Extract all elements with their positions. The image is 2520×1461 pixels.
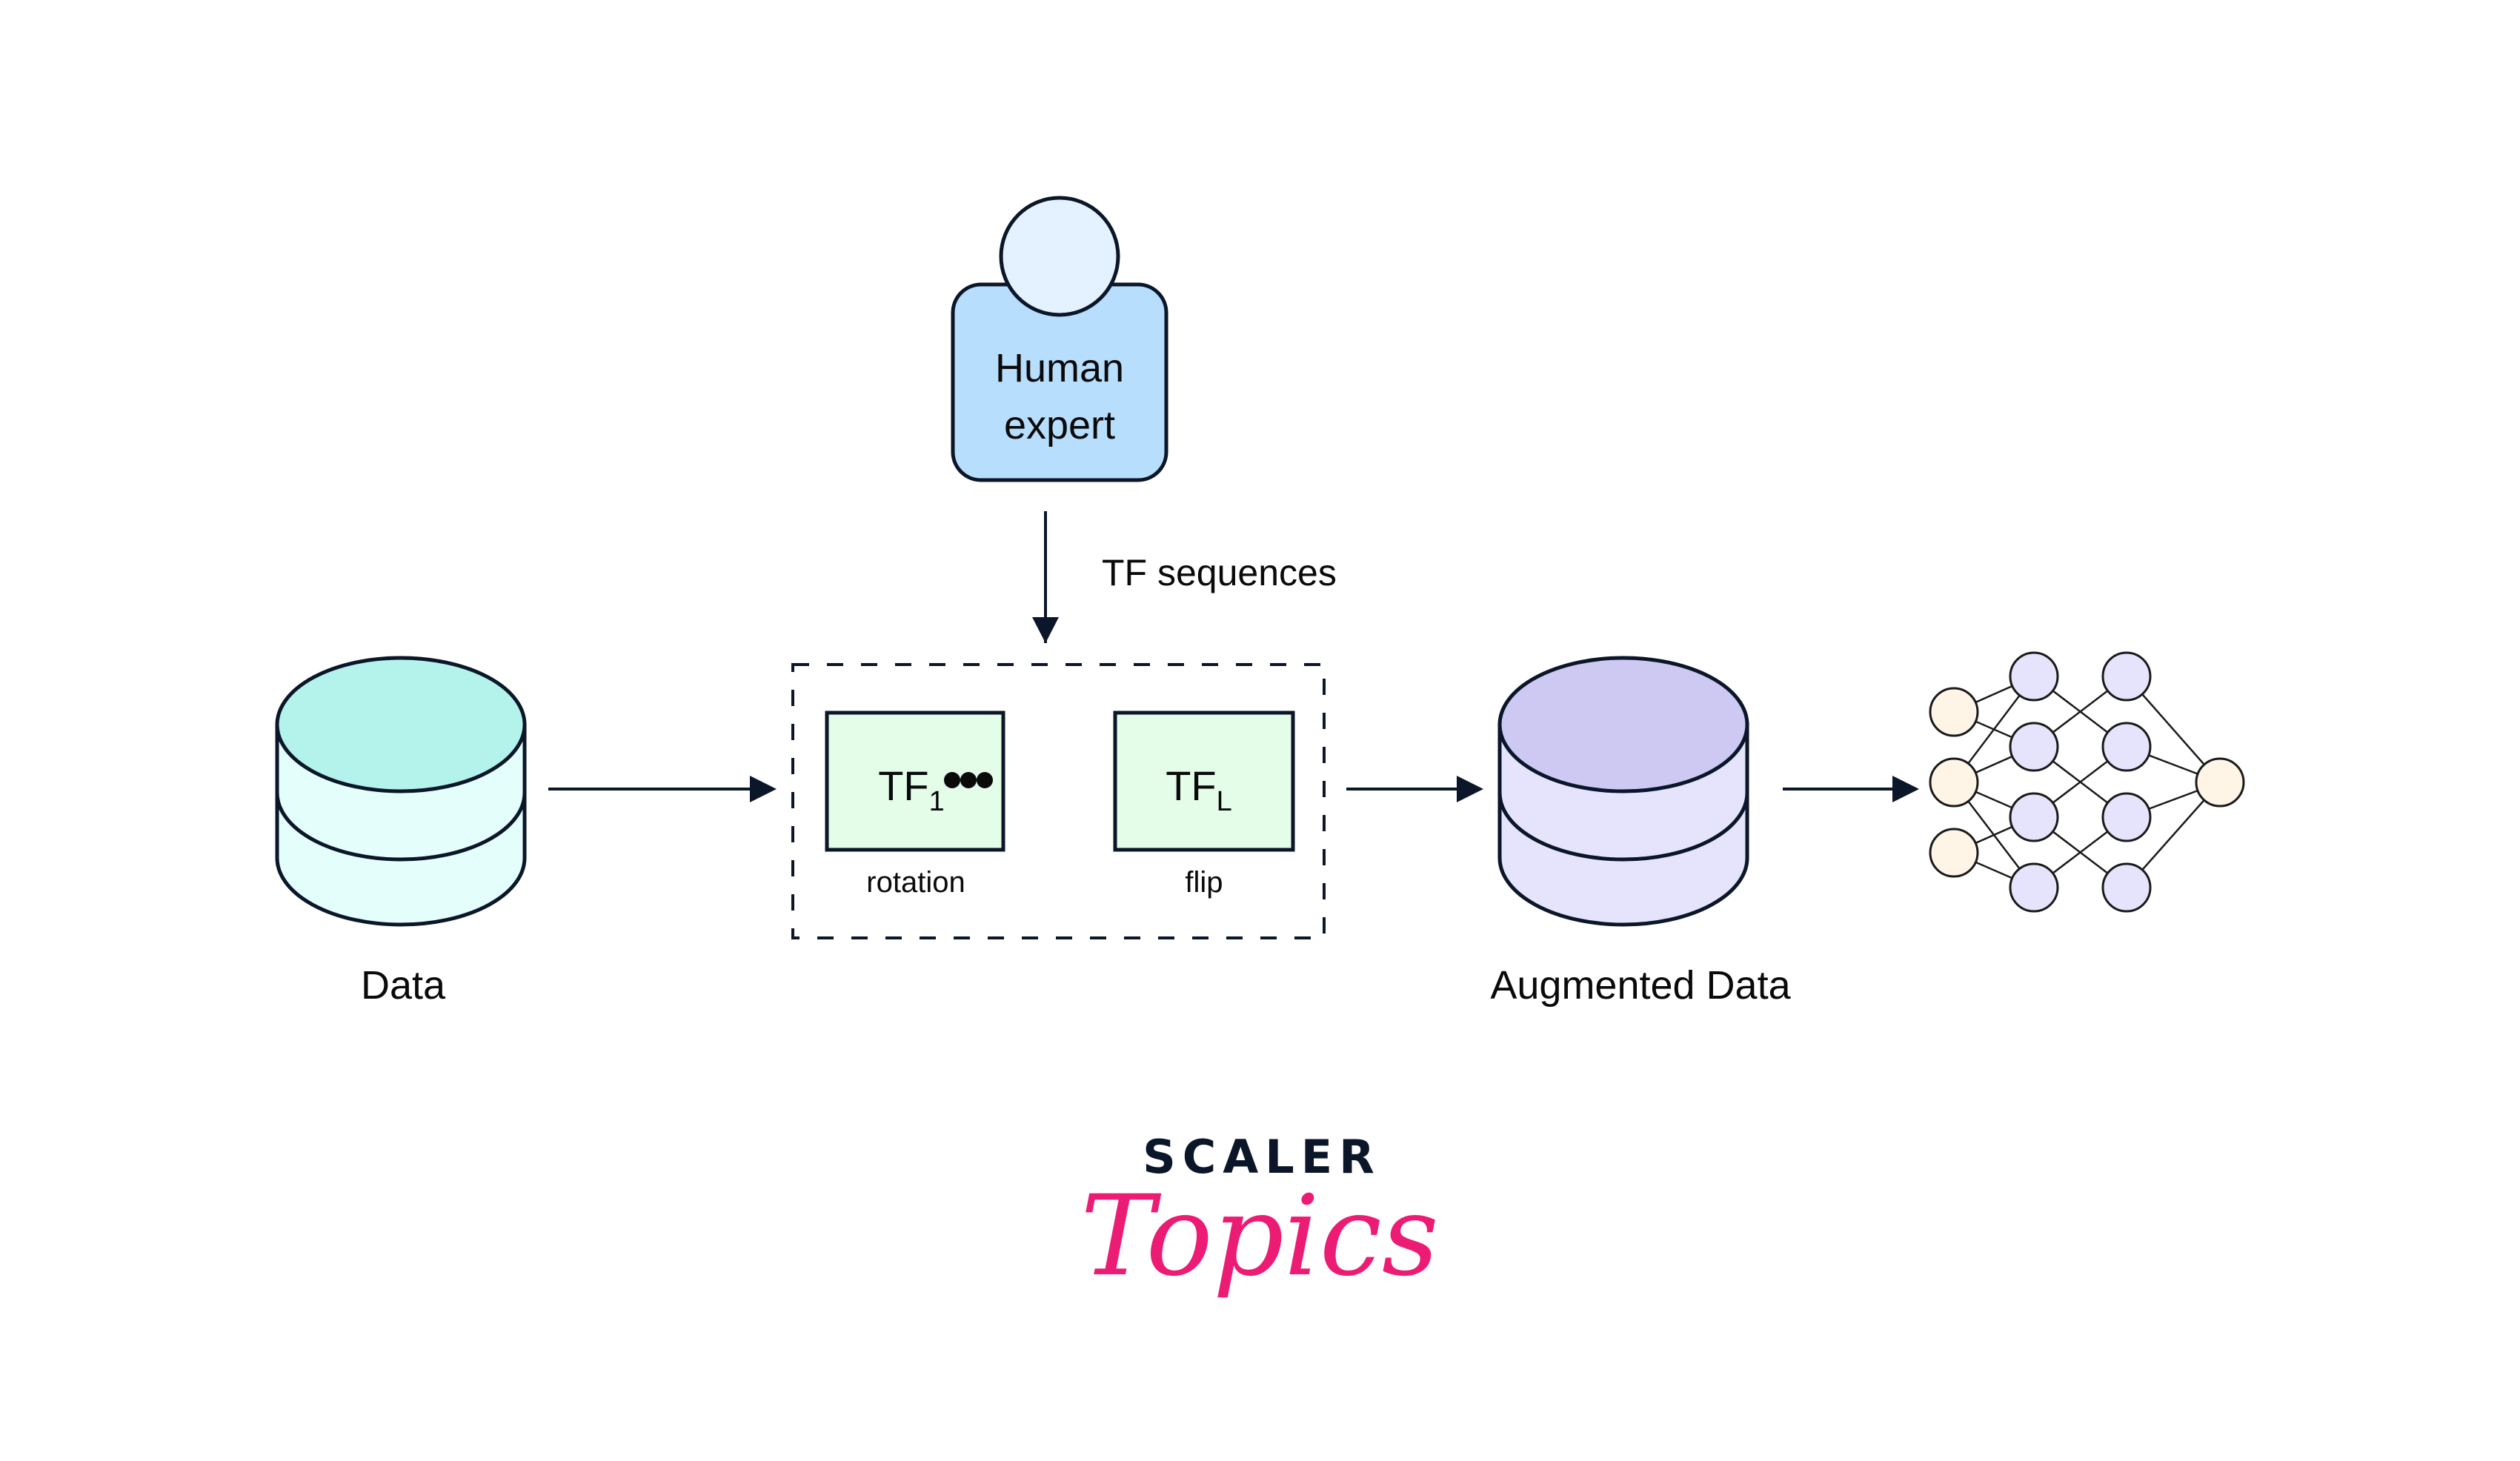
ellipsis-dots	[944, 772, 993, 788]
transform-L-subscript: L	[1217, 786, 1232, 817]
nn-input-node	[1929, 828, 1979, 878]
nn-hidden-node	[2101, 651, 2152, 702]
transform-1-caption: rotation	[866, 866, 965, 899]
logo-scaler-word: SCALER	[1143, 1130, 1381, 1184]
augmented-data-database-icon	[1497, 656, 1749, 927]
nn-hidden-node	[2009, 792, 2059, 842]
nn-hidden-node	[2009, 862, 2059, 913]
nn-output-node	[2195, 757, 2245, 808]
arrow-augmented-to-network-head	[1892, 776, 1919, 802]
svg-text:TF1: TF1	[878, 762, 945, 817]
logo-topics-word: Topics	[1080, 1172, 1439, 1301]
transform-pipeline-box	[791, 663, 1326, 939]
svg-text:TFL: TFL	[1166, 762, 1232, 817]
transform-box-L: TFL flip	[1113, 710, 1295, 899]
nn-hidden-node	[2009, 722, 2059, 772]
transform-L-name: TF	[1166, 762, 1216, 809]
human-label-line2: expert	[1004, 403, 1115, 447]
augmented-data-label: Augmented Data	[1490, 963, 1791, 1008]
tf-sequences-label: TF sequences	[1102, 552, 1337, 593]
nn-input-node	[1929, 757, 1979, 808]
scaler-topics-logo: SCALER Topics	[1080, 1130, 1439, 1301]
transform-L-caption: flip	[1185, 866, 1223, 899]
nn-hidden-node	[2101, 722, 2152, 772]
human-head	[999, 196, 1120, 317]
human-label-line1: Human	[995, 346, 1124, 390]
arrow-pipeline-to-augmented-head	[1457, 776, 1483, 802]
data-label: Data	[361, 963, 446, 1008]
tf-sequences-arrowhead	[1032, 617, 1059, 643]
arrow-data-to-pipeline-head	[750, 776, 777, 802]
transform-box-1: TF1 rotation	[825, 710, 1005, 899]
nn-hidden-node	[2101, 862, 2152, 913]
neural-network-icon	[1929, 651, 2245, 913]
transform-1-subscript: 1	[929, 786, 945, 817]
data-database-icon	[275, 656, 527, 927]
transform-1-name: TF	[878, 762, 928, 809]
neural-network-edges	[1953, 675, 2221, 889]
human-expert-icon: Human expert	[951, 196, 1168, 482]
nn-input-node	[1929, 687, 1979, 737]
nn-hidden-node	[2009, 651, 2059, 702]
nn-hidden-node	[2101, 792, 2152, 842]
